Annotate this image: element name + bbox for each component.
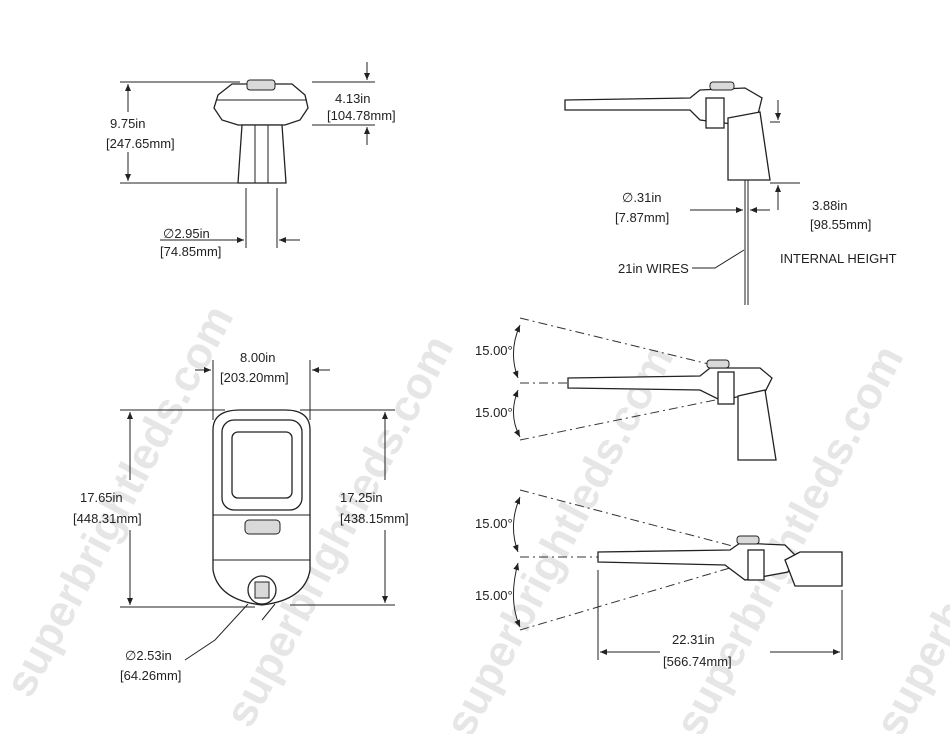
dimension-label: 15.00° — [475, 516, 513, 531]
drawing-stroke — [747, 549, 765, 581]
drawing-stroke — [706, 359, 730, 369]
drawing-stroke — [597, 542, 796, 581]
dimension-label: [203.20mm] — [220, 370, 289, 385]
top-view: 9.75in [247.65mm] 4.13in [104.78mm] ∅2.9… — [106, 62, 396, 259]
dimension-label: [98.55mm] — [810, 217, 871, 232]
dimension-label: 22.31in — [672, 632, 715, 647]
drawing-stroke — [692, 249, 745, 269]
dimension-label: [566.74mm] — [663, 654, 732, 669]
drawing-stroke — [237, 124, 287, 184]
drawing-stroke — [784, 551, 843, 587]
drawing-stroke — [261, 603, 276, 621]
dimension-label: 3.88in — [812, 198, 847, 213]
dimension-label: 15.00° — [475, 588, 513, 603]
drawing-stroke — [184, 603, 249, 661]
dimension-label: 17.25in — [340, 490, 383, 505]
drawing-stroke — [246, 79, 276, 91]
drawing-stroke — [736, 535, 760, 545]
drawing-stroke — [512, 389, 521, 438]
drawing-stroke — [231, 431, 293, 499]
dimension-label: [247.65mm] — [106, 136, 175, 151]
dimension-label: 17.65in — [80, 490, 123, 505]
dimension-label: 4.13in — [335, 91, 370, 106]
drawing-stroke — [254, 581, 270, 599]
dimension-label: superbrightleds.com — [436, 337, 684, 734]
drawing-stroke — [727, 111, 771, 181]
drawing-stroke — [512, 562, 521, 628]
drawing-stroke — [519, 397, 726, 441]
dimension-label: ∅2.95in — [163, 226, 210, 241]
drawing-stroke — [519, 564, 741, 631]
dimension-label: superbrightleds.com — [666, 337, 914, 734]
dimension-label: [74.85mm] — [160, 244, 221, 259]
drawing-stroke — [717, 371, 735, 405]
dimension-label: [7.87mm] — [615, 210, 669, 225]
side-view: 3.88in [98.55mm] INTERNAL HEIGHT ∅.31in … — [564, 81, 897, 305]
dimension-label: [438.15mm] — [340, 511, 409, 526]
dimension-label: INTERNAL HEIGHT — [780, 251, 897, 266]
drawing-stroke — [519, 317, 726, 369]
dimension-label: 21in WIRES — [618, 261, 689, 276]
drawing-stroke — [512, 496, 521, 553]
dimension-label: 9.75in — [110, 116, 145, 131]
dimension-label: [448.31mm] — [73, 511, 142, 526]
dimension-label: 15.00° — [475, 405, 513, 420]
dimension-label: [64.26mm] — [120, 668, 181, 683]
drawing-stroke — [244, 519, 281, 535]
dimension-label: ∅2.53in — [125, 648, 172, 663]
front-view: 8.00in [203.20mm] 17.65in [448.31mm] 17.… — [73, 350, 409, 683]
dimension-label: [104.78mm] — [327, 108, 396, 123]
drawing-stroke — [705, 97, 725, 129]
tilt-view-up: 15.00° 15.00° — [475, 317, 777, 461]
dimension-label: 8.00in — [240, 350, 275, 365]
drawing-stroke — [709, 81, 735, 91]
dimension-label: 15.00° — [475, 343, 513, 358]
drawing-stroke — [512, 324, 521, 379]
dimension-label: ∅.31in — [622, 190, 662, 205]
tilt-view-down: 15.00° 15.00° 22.31in [566.74mm] — [475, 489, 843, 669]
drawing-stroke — [737, 389, 777, 461]
